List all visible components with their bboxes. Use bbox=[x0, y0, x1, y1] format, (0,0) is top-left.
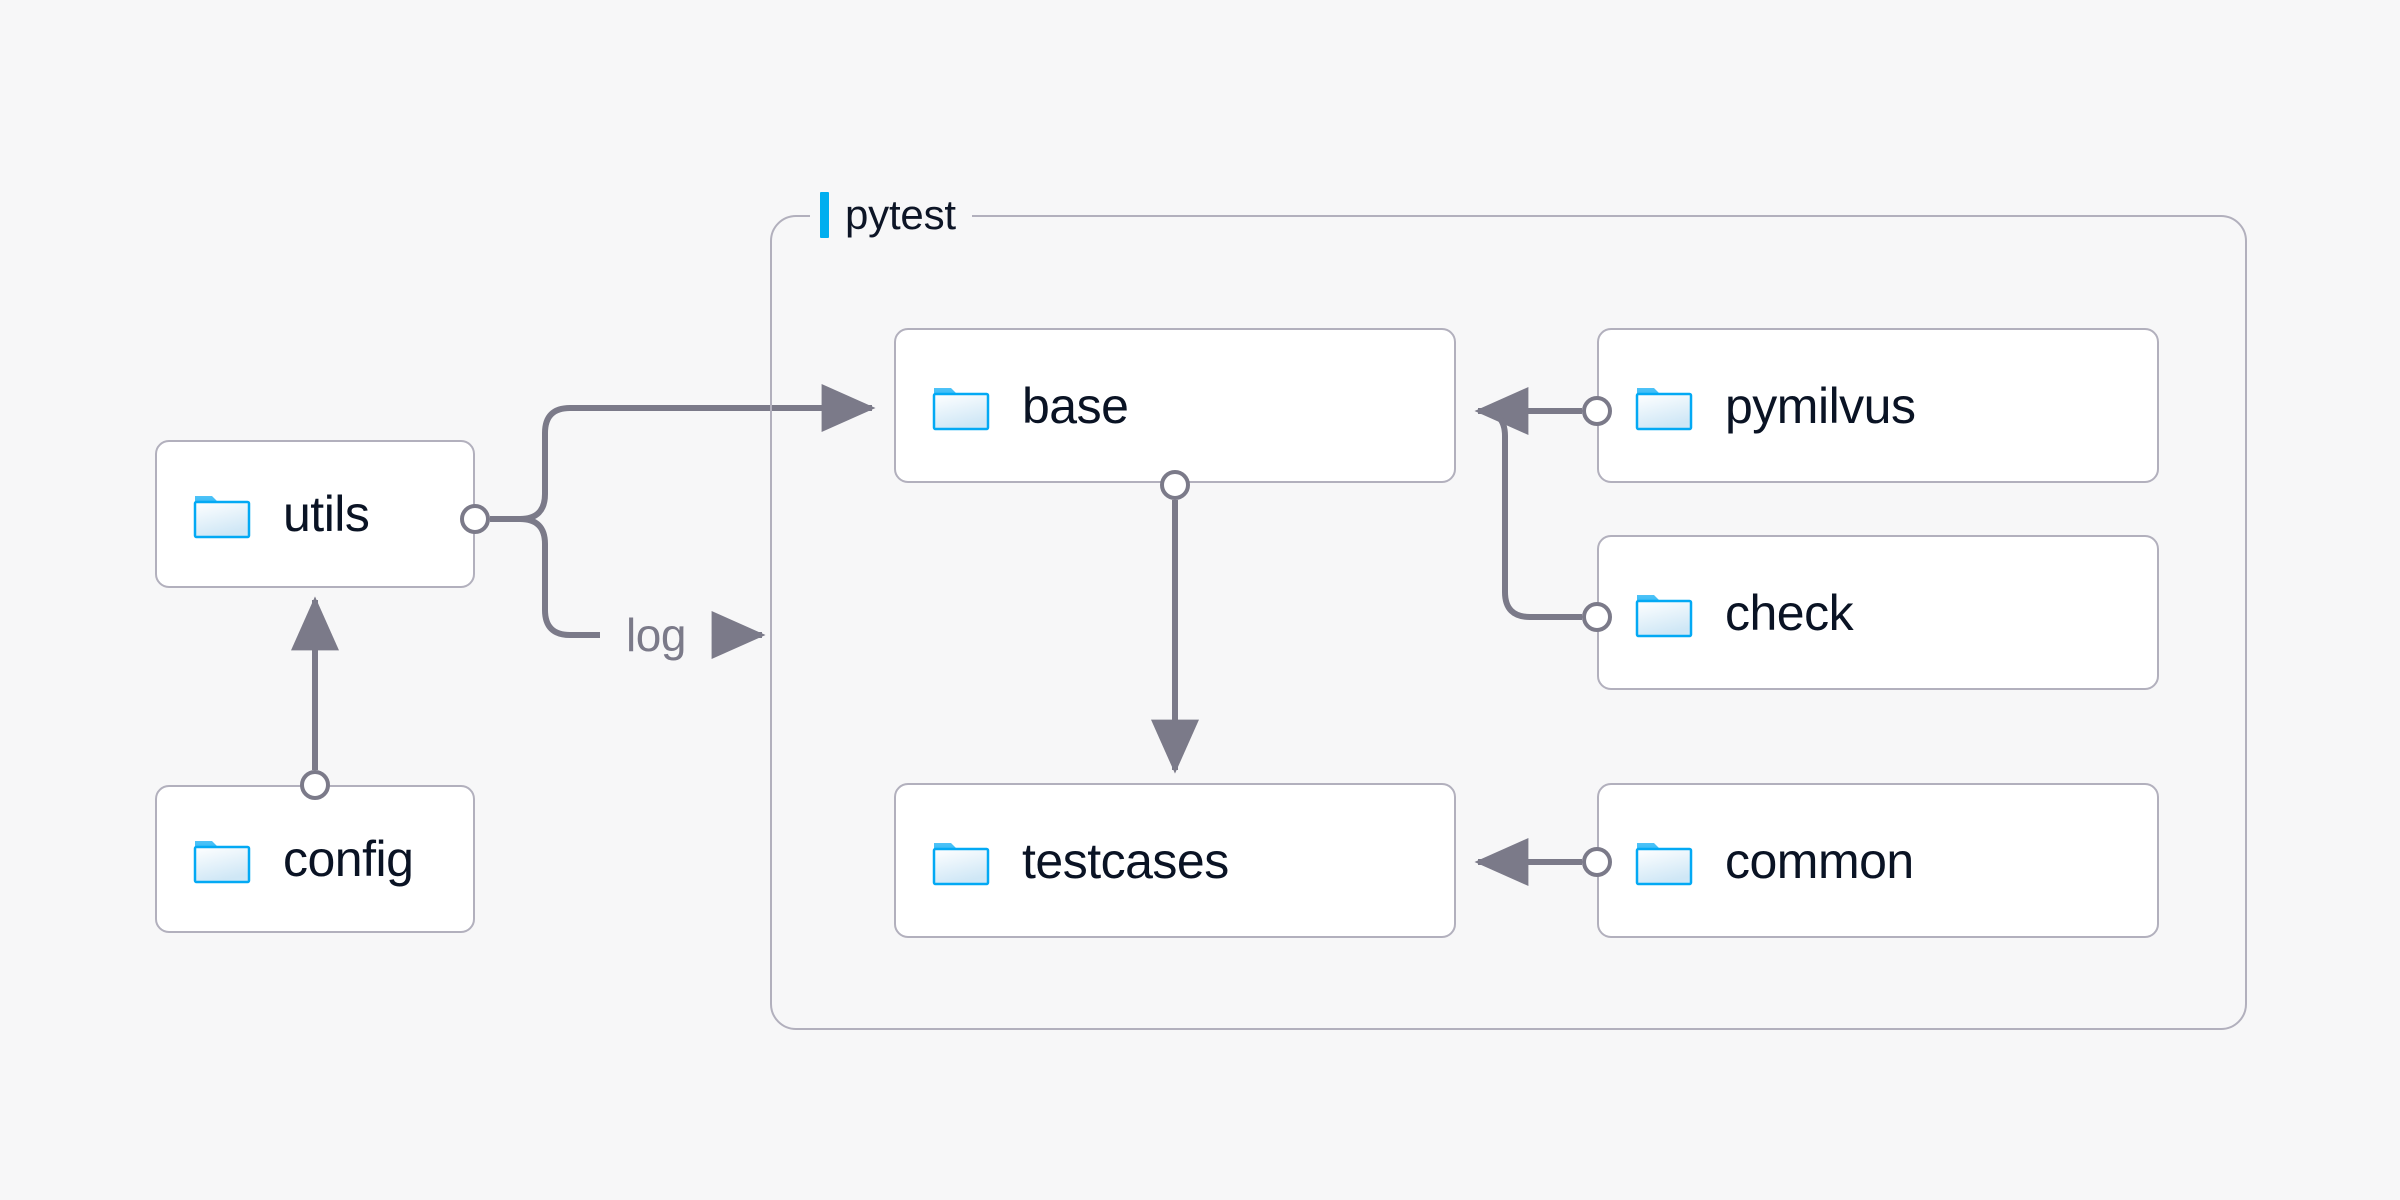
folder-icon bbox=[932, 387, 990, 430]
port-pymilvus-left[interactable] bbox=[1582, 396, 1612, 426]
port-check-left[interactable] bbox=[1582, 602, 1612, 632]
edge-utils-to-log[interactable] bbox=[490, 516, 600, 638]
group-accent-bar bbox=[820, 192, 829, 238]
port-config-top[interactable] bbox=[300, 770, 330, 800]
node-common[interactable]: common bbox=[1597, 783, 2159, 938]
node-label: common bbox=[1725, 832, 1914, 889]
node-label: config bbox=[283, 831, 414, 887]
node-label: base bbox=[1022, 377, 1129, 434]
folder-icon bbox=[1635, 594, 1693, 637]
node-pymilvus[interactable]: pymilvus bbox=[1597, 328, 2159, 483]
group-label-text: pytest bbox=[845, 191, 956, 238]
node-utils[interactable]: utils bbox=[155, 440, 475, 588]
edge-label-log: log bbox=[626, 609, 686, 661]
port-common-left[interactable] bbox=[1582, 847, 1612, 877]
folder-icon bbox=[193, 496, 251, 539]
node-label: check bbox=[1725, 584, 1854, 641]
node-base[interactable]: base bbox=[894, 328, 1456, 483]
folder-icon bbox=[1635, 387, 1693, 430]
group-pytest-label: pytest bbox=[810, 187, 972, 243]
group-pytest[interactable] bbox=[770, 215, 2247, 1030]
node-label: pymilvus bbox=[1725, 377, 1916, 434]
folder-icon bbox=[193, 841, 251, 884]
node-testcases[interactable]: testcases bbox=[894, 783, 1456, 938]
node-config[interactable]: config bbox=[155, 785, 475, 933]
node-check[interactable]: check bbox=[1597, 535, 2159, 690]
node-label: testcases bbox=[1022, 832, 1229, 889]
folder-icon bbox=[932, 842, 990, 885]
port-utils-right[interactable] bbox=[460, 504, 490, 534]
node-label: utils bbox=[283, 486, 370, 542]
folder-icon bbox=[1635, 842, 1693, 885]
port-base-bottom[interactable] bbox=[1160, 470, 1190, 500]
